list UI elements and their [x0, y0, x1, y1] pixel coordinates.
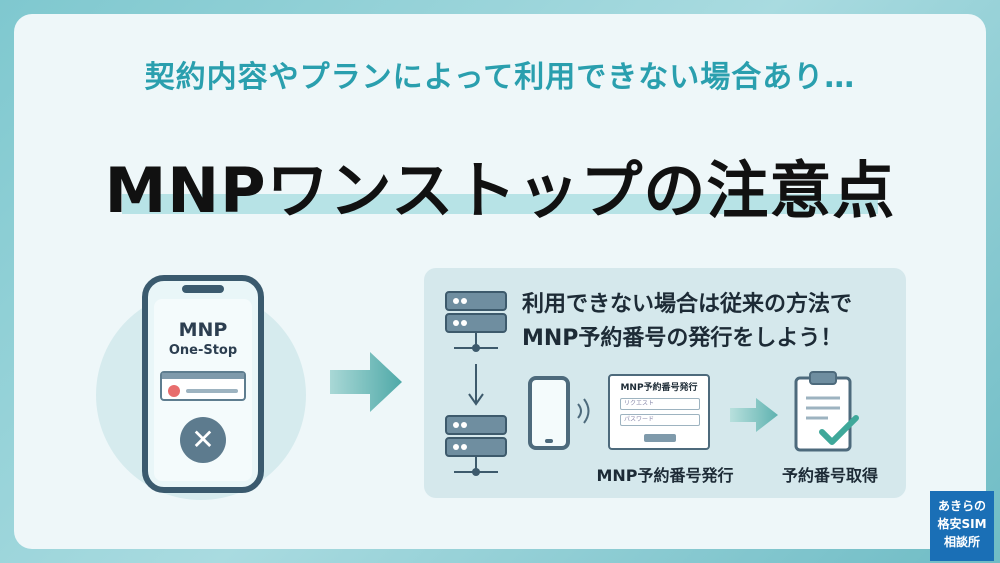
arrow-right-small-icon	[730, 398, 778, 432]
label-number-acquire: 予約番号取得	[781, 466, 878, 485]
panel-message-line1: 利用できない場合は従来の方法で	[522, 292, 853, 317]
panel-message: 利用できない場合は従来の方法で MNP予約番号の発行をしよう！	[522, 288, 902, 356]
mnp-label: MNP	[178, 319, 228, 341]
form-submit-button	[644, 434, 676, 442]
clipboard-check-icon	[794, 371, 859, 452]
page-title: MNPワンストップの注意点	[104, 154, 896, 227]
close-icon: ✕	[180, 417, 226, 463]
panel-message-line2: MNP予約番号の発行をしよう！	[522, 326, 843, 351]
mini-form-line	[186, 389, 238, 393]
label-mnp-issue: MNP予約番号発行	[596, 466, 734, 485]
form-field-password: パスワード	[620, 414, 700, 426]
reservation-form-icon: MNP予約番号発行 リクエスト パスワード	[608, 374, 710, 450]
badge-line1: あきらの	[937, 499, 986, 513]
onestop-label: One-Stop	[168, 343, 238, 358]
form-field-request: リクエスト	[620, 398, 700, 410]
subtitle: 契約内容やプランによって利用できない場合あり…	[144, 60, 856, 95]
arrow-right-icon	[330, 352, 402, 412]
signal-waves-icon	[577, 398, 590, 424]
phone-screen: MNP One-Stop ✕	[154, 299, 252, 481]
server-icon-top	[445, 291, 507, 352]
server-icon-bottom	[445, 415, 507, 476]
title-highlight	[122, 194, 878, 214]
phone-home-indicator	[545, 439, 553, 443]
badge-line2: 格安SIM	[937, 517, 987, 531]
form-title: MNP予約番号発行	[620, 383, 698, 393]
mobile-phone-icon	[528, 376, 570, 450]
mini-form-icon	[160, 371, 246, 401]
badge-line3: 相談所	[943, 535, 980, 549]
brand-badge: あきらの 格安SIM 相談所	[930, 491, 994, 561]
title-wrap: MNPワンストップの注意点	[0, 140, 1000, 230]
mini-form-header	[162, 373, 244, 379]
error-dot-icon	[168, 385, 180, 397]
arrow-down-icon	[468, 364, 484, 406]
smartphone-icon: MNP One-Stop ✕	[142, 275, 264, 493]
phone-notch	[182, 285, 224, 293]
